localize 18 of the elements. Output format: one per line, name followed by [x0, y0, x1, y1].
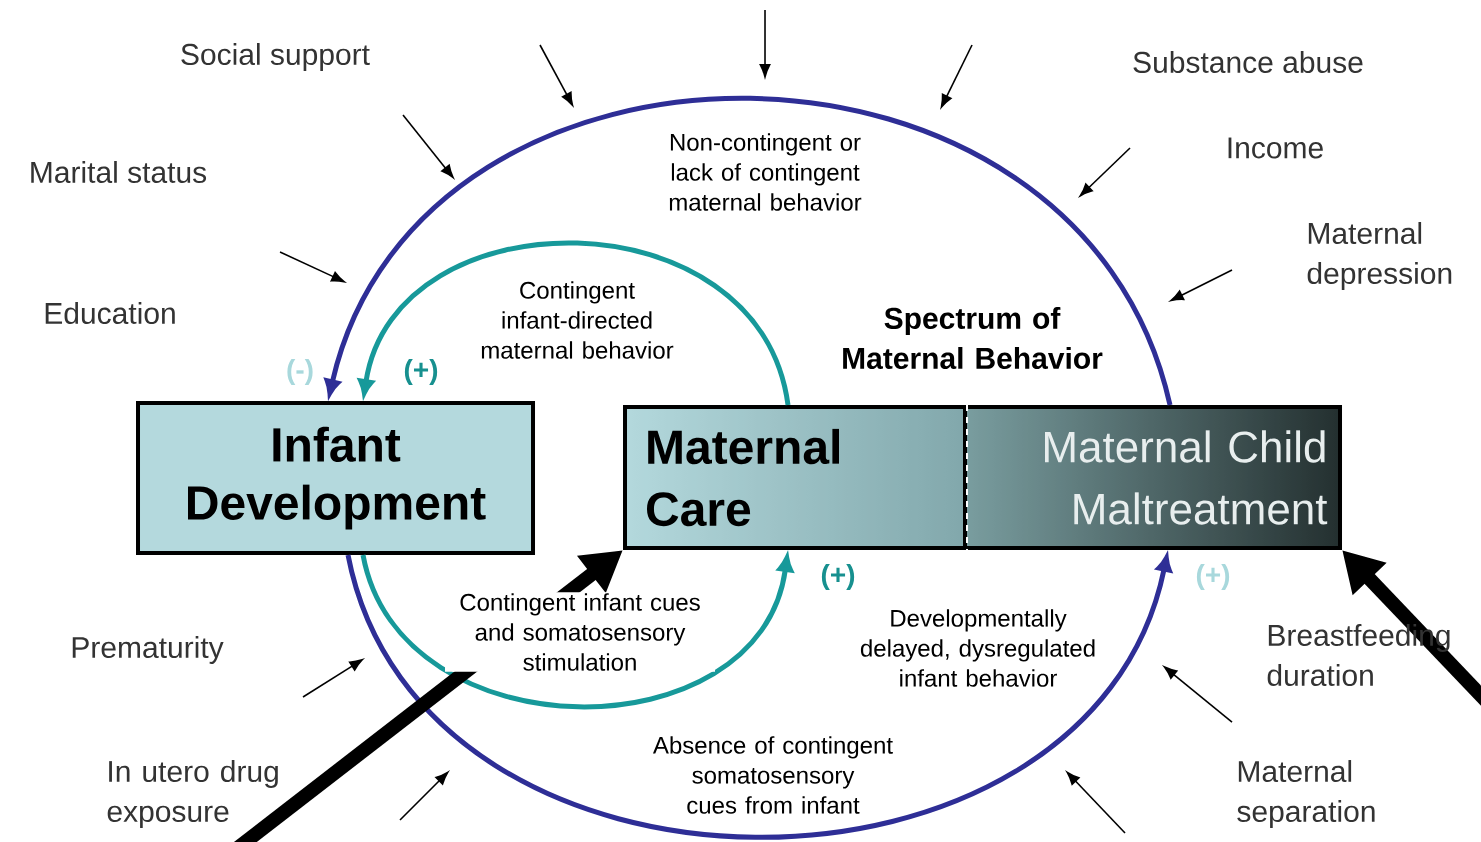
factor-label: Maternal separation	[1237, 760, 1375, 828]
edge-label: Contingent infant-directed maternal behavior	[481, 281, 674, 359]
sign-label: (-)	[287, 358, 313, 386]
edge-label: Non-contingent or lack of contingent maternal behavior	[669, 133, 862, 211]
arrow	[324, 96, 1173, 406]
arrow	[358, 240, 791, 406]
factor-label: Social support	[181, 43, 370, 71]
process-box: Infant Development	[136, 401, 535, 555]
heading: Spectrum of Maternal Behavior	[843, 307, 1103, 369]
factor-label: Maternal depression	[1307, 222, 1452, 290]
process-box: Maternal Care	[623, 405, 967, 550]
factor-label: Marital status	[31, 161, 207, 183]
process-box: Maternal Child Maltreatment	[963, 405, 1342, 550]
factor-label: Income	[1228, 137, 1323, 159]
factor-label: Education	[45, 302, 175, 324]
factor-label: Substance abuse	[1133, 51, 1363, 73]
factor-label: Prematurity	[72, 636, 224, 664]
factor-label: In utero drug exposure	[107, 760, 278, 828]
